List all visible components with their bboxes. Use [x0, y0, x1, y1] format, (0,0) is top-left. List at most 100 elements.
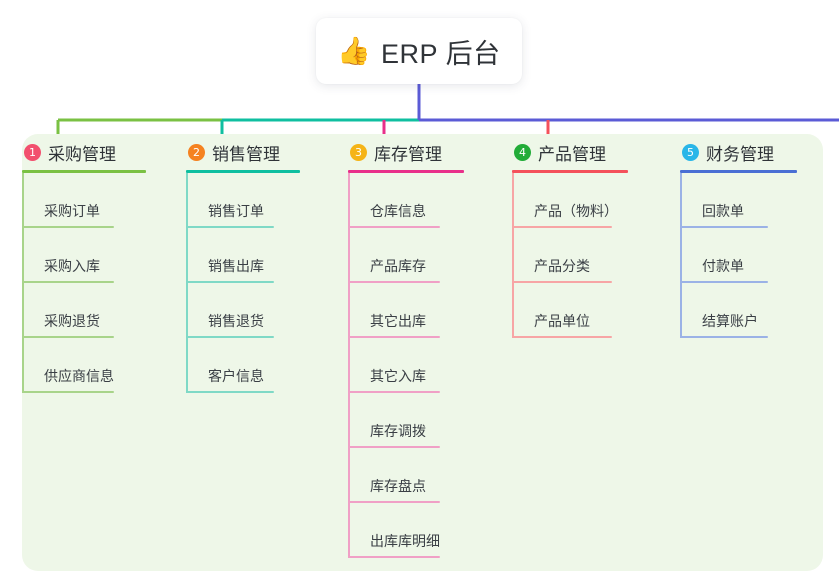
category-label: 财务管理: [706, 144, 774, 164]
leaf-spine: [680, 173, 682, 338]
leaf-label: 采购入库: [44, 258, 100, 274]
leaf-item[interactable]: 产品分类: [512, 228, 628, 283]
category-header-4[interactable]: 4 产品管理: [512, 134, 628, 170]
leaf-underline: [680, 226, 768, 228]
leaf-item[interactable]: 产品库存: [348, 228, 464, 283]
leaf-label: 库存盘点: [370, 478, 426, 494]
leaf-item[interactable]: 仓库信息: [348, 173, 464, 228]
category-underline: [186, 170, 300, 173]
root-node[interactable]: 👍 ERP 后台: [316, 18, 522, 84]
leaf-item[interactable]: 回款单: [680, 173, 797, 228]
category-label: 产品管理: [538, 144, 606, 164]
category-label: 采购管理: [48, 144, 116, 164]
leaf-spine: [186, 173, 188, 393]
category-header-1[interactable]: 1 采购管理: [22, 134, 146, 170]
leaf-underline: [22, 336, 114, 338]
category-label: 库存管理: [374, 144, 442, 164]
leaf-item[interactable]: 采购入库: [22, 228, 146, 283]
leaf-label: 供应商信息: [44, 368, 114, 384]
leaf-list: 采购订单采购入库采购退货供应商信息: [22, 173, 146, 393]
leaf-label: 其它出库: [370, 313, 426, 329]
leaf-label: 产品（物料）: [534, 203, 618, 219]
leaf-item[interactable]: 销售出库: [186, 228, 300, 283]
thumbs-up-icon: 👍: [337, 35, 372, 66]
leaf-list: 产品（物料） 产品分类产品单位: [512, 173, 628, 338]
leaf-list: 回款单付款单结算账户: [680, 173, 797, 338]
leaf-item[interactable]: 采购退货: [22, 283, 146, 338]
category-underline: [680, 170, 797, 173]
leaf-spine: [348, 173, 350, 558]
leaf-label: 产品单位: [534, 313, 590, 329]
branch-panel: [22, 134, 823, 571]
category-header-3[interactable]: 3 库存管理: [348, 134, 464, 170]
leaf-underline: [22, 391, 114, 393]
leaf-item[interactable]: 库存盘点: [348, 448, 464, 503]
leaf-label: 采购退货: [44, 313, 100, 329]
leaf-underline: [348, 336, 440, 338]
category-underline: [512, 170, 628, 173]
leaf-label: 销售出库: [208, 258, 264, 274]
leaf-item[interactable]: 库存调拨: [348, 393, 464, 448]
leaf-label: 结算账户: [702, 313, 758, 329]
leaf-item[interactable]: 其它出库: [348, 283, 464, 338]
leaf-label: 其它入库: [370, 368, 426, 384]
leaf-underline: [680, 281, 768, 283]
leaf-item[interactable]: 产品单位: [512, 283, 628, 338]
leaf-list: 销售订单销售出库销售退货客户信息: [186, 173, 300, 393]
leaf-item[interactable]: 采购订单: [22, 173, 146, 228]
leaf-underline: [186, 336, 274, 338]
leaf-label: 付款单: [702, 258, 744, 274]
leaf-item[interactable]: 客户信息: [186, 338, 300, 393]
branch-column-2: 2 销售管理销售订单销售出库销售退货客户信息: [186, 134, 300, 393]
leaf-spine: [512, 173, 514, 338]
category-number-badge: 5: [682, 143, 699, 161]
leaf-underline: [680, 336, 768, 338]
branch-column-1: 1 采购管理采购订单采购入库采购退货供应商信息: [22, 134, 146, 393]
leaf-underline: [186, 226, 274, 228]
leaf-underline: [348, 556, 440, 558]
category-number-badge: 2: [188, 143, 205, 161]
leaf-underline: [186, 391, 274, 393]
branch-column-3: 3 库存管理仓库信息产品库存其它出库其它入库库存调拨库存盘点出库库明细: [348, 134, 464, 558]
leaf-item[interactable]: 产品（物料）: [512, 173, 628, 228]
category-label: 销售管理: [212, 144, 280, 164]
branch-column-5: 5 财务管理回款单付款单结算账户: [680, 134, 797, 338]
category-underline: [348, 170, 464, 173]
leaf-label: 采购订单: [44, 203, 100, 219]
leaf-spine: [22, 173, 24, 393]
leaf-label: 销售退货: [208, 313, 264, 329]
leaf-underline: [348, 226, 440, 228]
leaf-list: 仓库信息产品库存其它出库其它入库库存调拨库存盘点出库库明细: [348, 173, 464, 558]
category-header-5[interactable]: 5 财务管理: [680, 134, 797, 170]
leaf-label: 库存调拨: [370, 423, 426, 439]
category-number-badge: 4: [514, 143, 531, 161]
leaf-underline: [22, 281, 114, 283]
leaf-underline: [512, 336, 612, 338]
leaf-label: 回款单: [702, 203, 744, 219]
leaf-label: 销售订单: [208, 203, 264, 219]
category-header-2[interactable]: 2 销售管理: [186, 134, 300, 170]
leaf-item[interactable]: 结算账户: [680, 283, 797, 338]
branch-columns: 1 采购管理采购订单采购入库采购退货供应商信息 2 销售管理销售订单销售出库销售退货客…: [22, 134, 823, 571]
leaf-item[interactable]: 销售订单: [186, 173, 300, 228]
leaf-underline: [22, 226, 114, 228]
leaf-item[interactable]: 供应商信息: [22, 338, 146, 393]
leaf-underline: [512, 226, 612, 228]
category-number-badge: 1: [24, 143, 41, 161]
leaf-label: 仓库信息: [370, 203, 426, 219]
leaf-item[interactable]: 付款单: [680, 228, 797, 283]
leaf-underline: [348, 281, 440, 283]
leaf-label: 产品分类: [534, 258, 590, 274]
root-title: ERP 后台: [381, 38, 501, 69]
leaf-item[interactable]: 出库库明细: [348, 503, 464, 558]
leaf-item[interactable]: 销售退货: [186, 283, 300, 338]
leaf-underline: [348, 391, 440, 393]
leaf-item[interactable]: 其它入库: [348, 338, 464, 393]
leaf-underline: [186, 281, 274, 283]
category-number-badge: 3: [350, 143, 367, 161]
leaf-label: 产品库存: [370, 258, 426, 274]
leaf-underline: [512, 281, 612, 283]
leaf-label: 出库库明细: [370, 533, 440, 549]
leaf-underline: [348, 446, 440, 448]
